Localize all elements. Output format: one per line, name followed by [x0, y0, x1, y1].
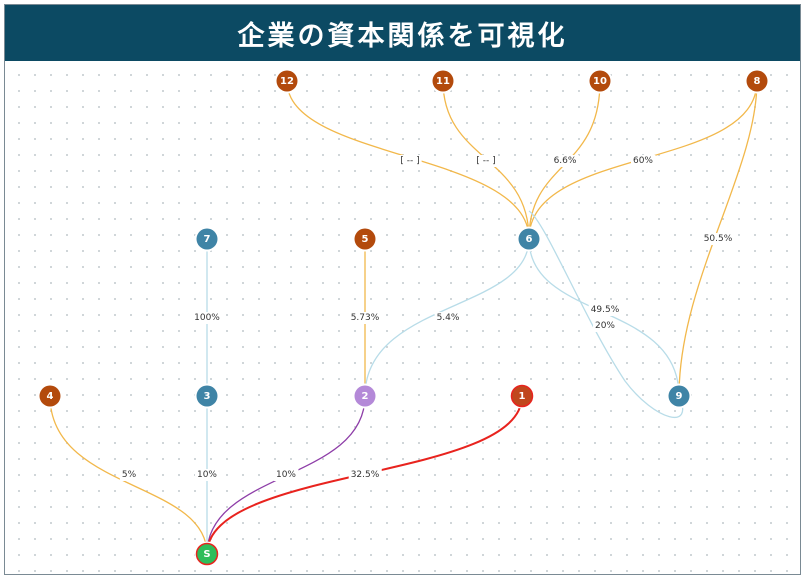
node-circle [196, 228, 218, 250]
edge-label-background [474, 155, 498, 167]
edge-6-to-9[interactable] [528, 238, 680, 397]
edge-label: 10% [197, 470, 217, 480]
node-1[interactable]: 1 [509, 383, 535, 409]
node-circle [354, 385, 376, 407]
node-2[interactable]: 2 [352, 383, 378, 409]
node-label: S [203, 549, 210, 560]
edge-label-layer: [ -- ] [ -- ] 6.6% 60% 50.5% 100% 5.73% 5.4% 49.… [119, 155, 735, 481]
node-label: 11 [436, 76, 450, 87]
node-8[interactable]: 8 [744, 68, 770, 94]
edge-label-background [348, 469, 382, 481]
node-circle [589, 70, 611, 92]
edge-label: 5.73% [351, 313, 380, 323]
node-label: 8 [754, 76, 761, 87]
edge-label-background [592, 320, 618, 332]
node-6[interactable]: 6 [516, 226, 542, 252]
diagram-frame: 企業の資本関係を可視化 [ -- ] [ -- ] 6.6% 60% 50.5% 100%… [4, 4, 801, 575]
node-label: 2 [362, 391, 369, 402]
node-label: 6 [526, 234, 533, 245]
node-12[interactable]: 12 [274, 68, 300, 94]
edge-label: 49.5% [591, 305, 620, 315]
edge-label-background [701, 233, 735, 245]
edge-label: 20% [595, 321, 615, 331]
node-4[interactable]: 4 [37, 383, 63, 409]
edge-label: 32.5% [351, 470, 380, 480]
edge-label: 60% [633, 156, 653, 166]
node-label: 9 [676, 391, 683, 402]
edge-label-background [630, 155, 656, 167]
node-10[interactable]: 10 [587, 68, 613, 94]
edge-layer [49, 80, 758, 555]
node-circle [668, 385, 690, 407]
node-circle [518, 228, 540, 250]
node-label: 12 [280, 76, 294, 87]
node-label: 1 [519, 391, 526, 402]
node-circle [196, 385, 218, 407]
node-label: 3 [204, 391, 211, 402]
edge-label-background [551, 155, 579, 167]
node-9[interactable]: 9 [666, 383, 692, 409]
edge-4-to-S[interactable] [49, 395, 208, 555]
network-graph: [ -- ] [ -- ] 6.6% 60% 50.5% 100% 5.73% 5.4% 49.… [37, 68, 770, 567]
page-title: 企業の資本関係を可視化 [5, 5, 800, 61]
node-S[interactable]: S [194, 541, 220, 567]
edge-label-background [398, 155, 422, 167]
node-7[interactable]: 7 [194, 226, 220, 252]
edge-label: 5% [122, 470, 137, 480]
edge-label: [ -- ] [476, 156, 495, 166]
edge-8-to-9[interactable] [678, 80, 758, 397]
graph-canvas[interactable]: [ -- ] [ -- ] 6.6% 60% 50.5% 100% 5.73% 5.4% 49.… [5, 61, 800, 574]
node-label: 5 [362, 234, 369, 245]
node-layer: 12 11 10 8 7 5 6 4 3 2 1 9S [37, 68, 770, 567]
edge-6-to-2[interactable] [364, 238, 530, 397]
edge-label: 50.5% [704, 234, 733, 244]
node-label: 4 [47, 391, 54, 402]
edge-label-background [194, 469, 220, 481]
node-circle [432, 70, 454, 92]
edge-label-background [119, 469, 139, 481]
node-circle [354, 228, 376, 250]
node-label: 10 [593, 76, 607, 87]
node-3[interactable]: 3 [194, 383, 220, 409]
edge-label: 100% [194, 313, 220, 323]
edge-label: 6.6% [554, 156, 577, 166]
edge-9-to-6[interactable] [528, 210, 684, 419]
node-circle [510, 384, 534, 408]
edge-label-background [273, 469, 299, 481]
edge-label-background [588, 304, 622, 316]
edge-label: 5.4% [437, 313, 460, 323]
node-circle [276, 70, 298, 92]
node-label: 7 [204, 234, 211, 245]
node-5[interactable]: 5 [352, 226, 378, 252]
edge-label-background [434, 312, 462, 324]
edge-label-background [192, 312, 223, 324]
edge-label-background [348, 312, 382, 324]
node-circle [195, 542, 219, 566]
node-circle [39, 385, 61, 407]
node-11[interactable]: 11 [430, 68, 456, 94]
edge-label: [ -- ] [400, 156, 419, 166]
node-circle [746, 70, 768, 92]
edge-label: 10% [276, 470, 296, 480]
